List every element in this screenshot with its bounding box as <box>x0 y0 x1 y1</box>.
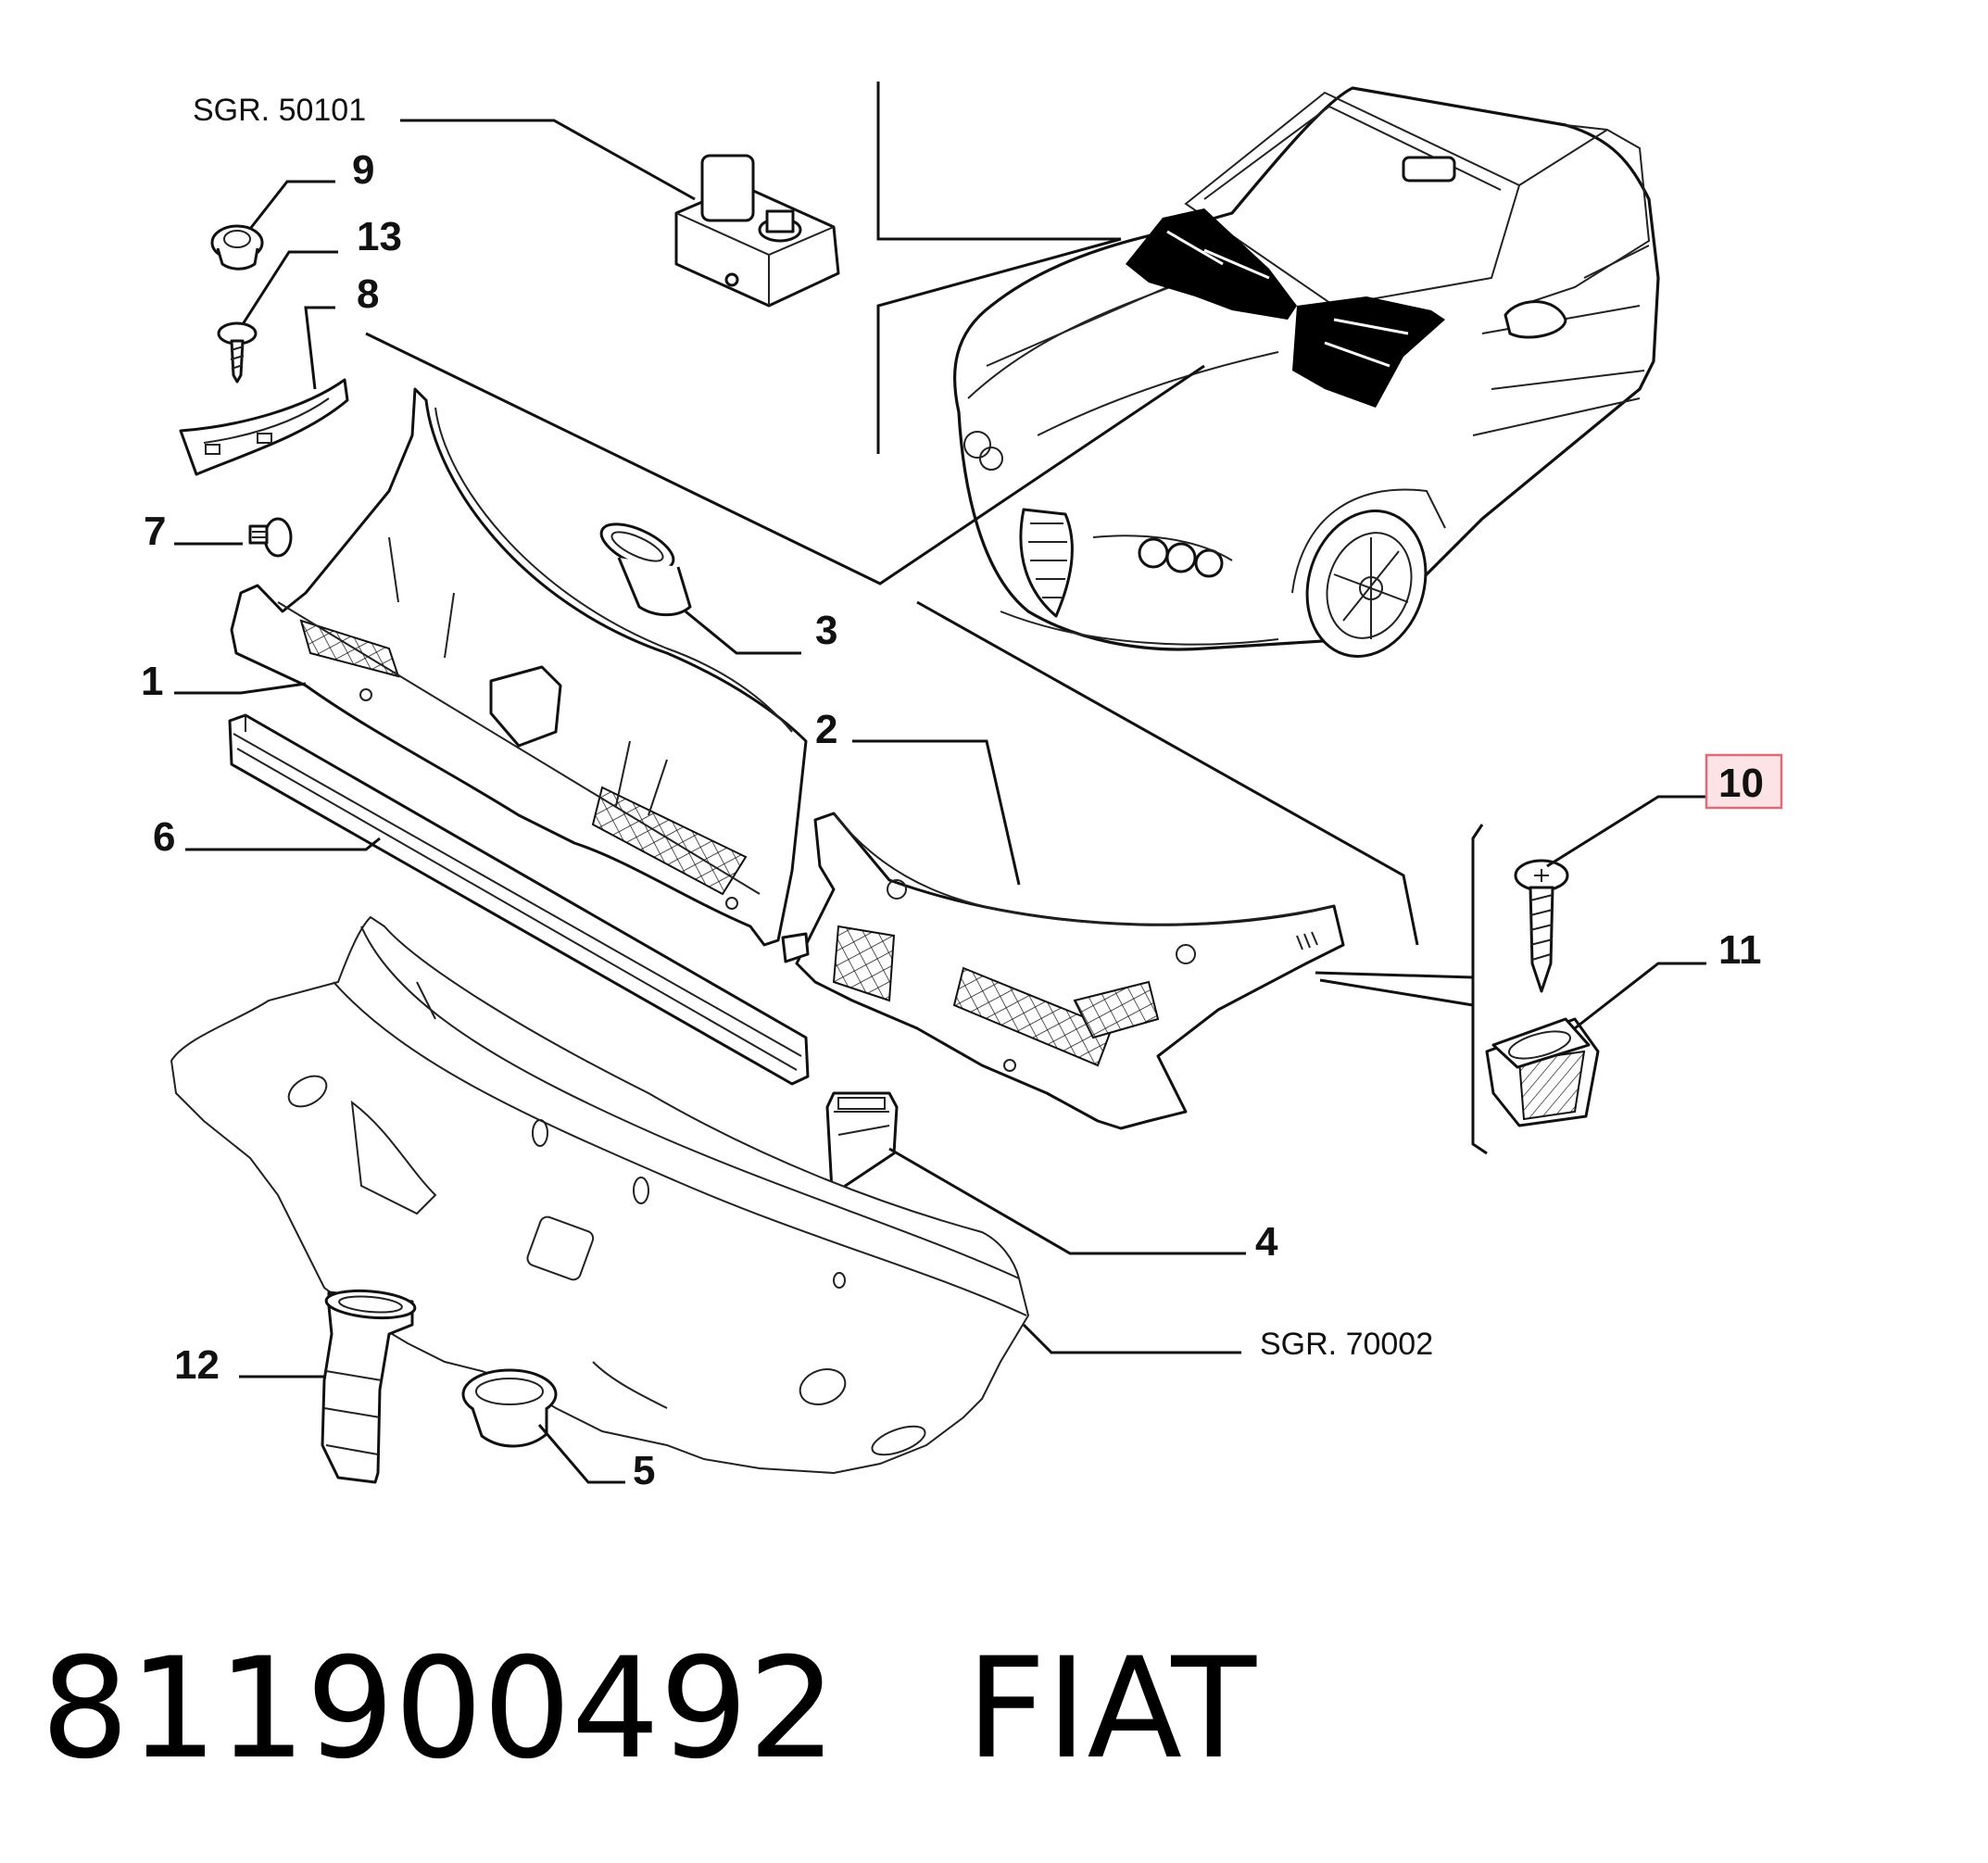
callout-11: 11 <box>1718 927 1762 973</box>
sgr-bottom-ref: SGR. 70002 <box>1260 1327 1433 1362</box>
callout-5: 5 <box>633 1448 655 1493</box>
leader-1 <box>174 682 307 695</box>
car-illustration <box>953 86 1660 658</box>
leader-sgr-top <box>400 119 696 201</box>
callout-10-highlight <box>1705 753 1783 810</box>
sgr-top-ref: SGR. 50101 <box>193 93 366 128</box>
part-13-screw <box>217 321 258 384</box>
leader-car-cowl <box>365 332 1419 946</box>
callout-12: 12 <box>174 1342 220 1388</box>
relay-box <box>674 154 840 308</box>
callout-10: 10 <box>1718 761 1764 806</box>
parts-diagram: SGR. 50101 9 13 8 7 <box>141 82 1783 1493</box>
bracket-10-11 <box>1315 824 1488 1155</box>
part-1-cowl-left <box>230 387 808 947</box>
callout-13: 13 <box>357 214 402 259</box>
brand-name: FIAT <box>965 1629 1257 1790</box>
part-10-screw <box>1514 859 1569 993</box>
callout-2: 2 <box>815 707 837 752</box>
part-12-duct <box>321 1289 417 1484</box>
leader-2 <box>852 739 1021 886</box>
part-number: 811900492 <box>41 1629 837 1790</box>
part-9-cap <box>210 224 264 271</box>
callout-7: 7 <box>144 509 166 554</box>
leader-sgr-bottom <box>1022 1323 1241 1354</box>
callout-4: 4 <box>1255 1219 1278 1265</box>
leader-13 <box>241 250 338 325</box>
leader-3 <box>685 610 801 655</box>
bracket-car-top <box>876 82 1122 454</box>
part-11-clip <box>1485 1017 1600 1127</box>
part-5-grommet <box>461 1368 558 1448</box>
leader-4 <box>888 1147 1246 1255</box>
part-2-cowl-right <box>781 812 1345 1130</box>
part-3-grommet <box>599 522 692 617</box>
callout-9: 9 <box>352 147 374 193</box>
part-4-duct <box>825 1091 899 1192</box>
bulkhead-panel <box>170 915 1030 1475</box>
part-8-trim <box>179 378 349 476</box>
leader-6 <box>185 837 381 851</box>
leader-9 <box>248 180 335 230</box>
part-6-strip <box>228 713 810 1086</box>
leader-11 <box>1574 962 1706 1030</box>
callout-8: 8 <box>357 271 379 317</box>
callout-1: 1 <box>141 659 163 704</box>
callout-6: 6 <box>153 814 175 860</box>
leader-5 <box>537 1424 625 1484</box>
leader-10 <box>1546 795 1706 868</box>
leader-8 <box>304 306 335 390</box>
callout-3: 3 <box>815 608 837 653</box>
part-7-clip <box>248 517 293 558</box>
